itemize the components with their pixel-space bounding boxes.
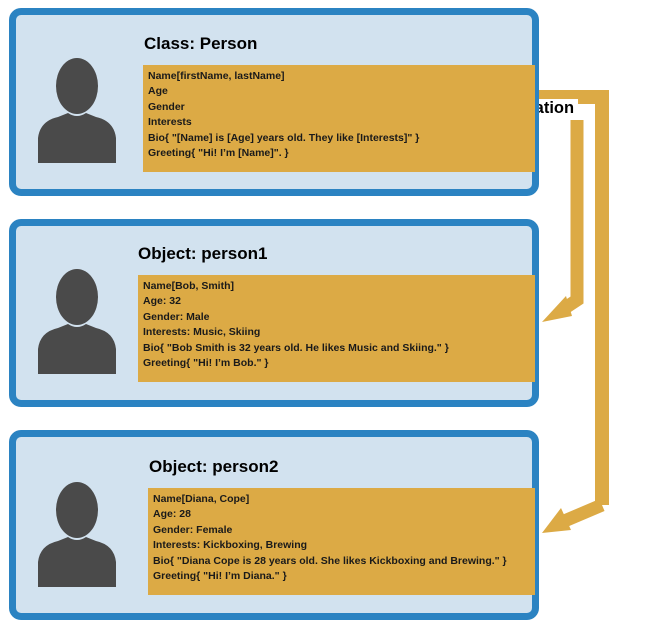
- attribute-box: Name[Diana, Cope] Age: 28 Gender: Female…: [148, 488, 535, 595]
- attribute-line: Name[Bob, Smith]: [143, 280, 235, 292]
- attribute-line: Bio{ "Diana Cope is 28 years old. She li…: [153, 554, 507, 567]
- object-person1-card: Object: person1 Name[Bob, Smith] Age: 32…: [9, 219, 539, 407]
- attribute-line: Interests: Music, Skiing: [143, 326, 261, 339]
- class-person-card: Class: Person Name[firstName, lastName] …: [9, 8, 539, 196]
- card-title: Object: person2: [149, 457, 279, 476]
- attribute-line: Name[Diana, Cope]: [153, 493, 250, 505]
- person-avatar-icon: [38, 269, 116, 374]
- object-person2-card: Object: person2 Name[Diana, Cope] Age: 2…: [9, 430, 539, 620]
- attribute-line: Gender: Male: [143, 310, 210, 323]
- attribute-line: Interests: [148, 116, 192, 129]
- attribute-box: Name[firstName, lastName] Age Gender Int…: [143, 65, 535, 172]
- person-avatar-icon: [38, 58, 116, 163]
- card-title: Class: Person: [144, 34, 258, 53]
- attribute-line: Age: [148, 85, 168, 98]
- attribute-line: Gender: [148, 100, 185, 113]
- attribute-line: Bio{ "Bob Smith is 32 years old. He like…: [143, 341, 449, 354]
- attribute-line: Interests: Kickboxing, Brewing: [153, 539, 308, 552]
- arrow-branch-person2: [559, 499, 605, 528]
- attribute-box: Name[Bob, Smith] Age: 32 Gender: Male In…: [138, 275, 535, 382]
- attribute-line: Age: 32: [143, 295, 181, 308]
- attribute-line: Greeting{ "Hi! I’m Diana." }: [153, 570, 287, 583]
- arrowhead-person2: [542, 508, 571, 533]
- attribute-line: Greeting{ "Hi! I’m Bob." }: [143, 357, 269, 370]
- attribute-line: Bio{ "[Name] is [Age] years old. They li…: [148, 131, 420, 144]
- card-title: Object: person1: [138, 244, 268, 263]
- attribute-line: Age: 28: [153, 508, 191, 521]
- person-avatar-icon: [38, 482, 116, 587]
- instantiation-connector: [539, 90, 609, 505]
- attribute-line: Gender: Female: [153, 523, 233, 536]
- arrow-branch-person1: [561, 120, 584, 314]
- attribute-line: Greeting{ "Hi! I’m [Name]". }: [148, 147, 289, 160]
- attribute-line: Name[firstName, lastName]: [148, 70, 285, 82]
- arrowhead-person1: [542, 296, 572, 322]
